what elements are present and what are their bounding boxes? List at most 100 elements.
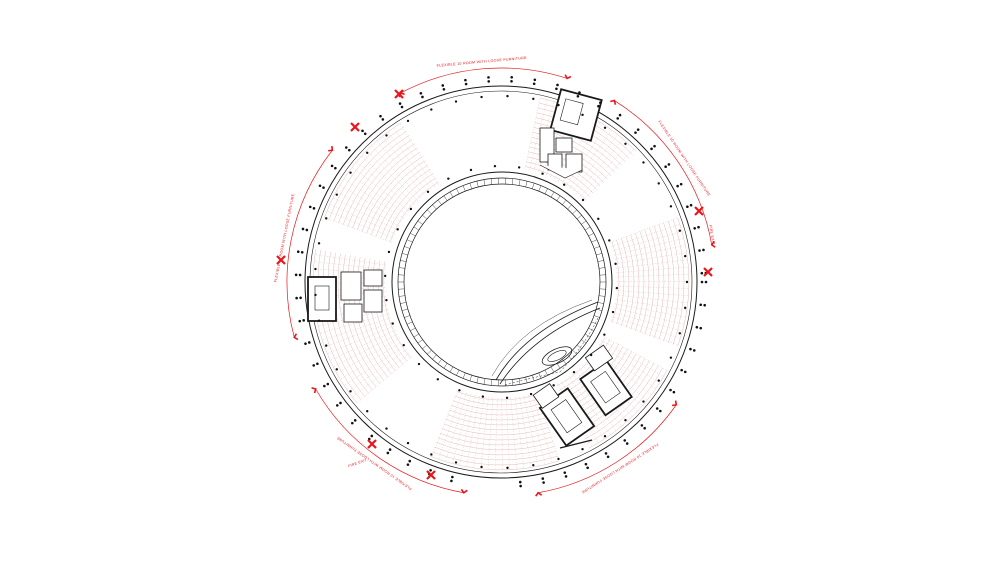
zone-row (451, 405, 543, 416)
column-dot (506, 466, 509, 470)
zone-row (558, 339, 610, 391)
column-dot (698, 249, 701, 252)
zone-column (339, 185, 402, 223)
column-dots (294, 75, 708, 488)
zone-column (329, 204, 396, 235)
ring-tick (490, 178, 492, 185)
annotation-arc (315, 388, 464, 494)
ring-tick (449, 366, 454, 373)
zone-row (616, 239, 625, 325)
column-dot (302, 319, 305, 322)
column-dot (680, 368, 683, 372)
exit-markers: FIRE EXIT FIRE EXIT (276, 89, 716, 480)
column-dot (618, 113, 622, 117)
column-dot (695, 325, 699, 329)
zone-column (523, 395, 539, 467)
zone-column (616, 266, 689, 273)
column-dot (697, 225, 700, 229)
exit-cross-icon (350, 122, 360, 132)
ring-tick (432, 204, 437, 210)
column-dot (678, 229, 681, 232)
column-dot (683, 370, 687, 374)
zone-column (615, 299, 687, 311)
ring-tick (538, 185, 542, 192)
arrowhead-stroke (564, 74, 572, 80)
column-dot (325, 217, 328, 220)
zone-column (438, 391, 463, 460)
zone-column (609, 217, 678, 243)
zone-row (625, 236, 635, 328)
zone-column (329, 330, 396, 361)
zone-column (568, 376, 611, 435)
ring-tick (443, 363, 448, 369)
zone-row (342, 254, 381, 384)
column-dot (700, 280, 704, 284)
exit-stroke (703, 267, 713, 277)
zone-row (534, 122, 619, 169)
zone-column (612, 231, 683, 251)
column-dot (529, 392, 533, 396)
exit-cross-icon (426, 470, 436, 480)
zone-row (668, 221, 680, 343)
outer-ring (304, 85, 698, 479)
arc-arrowhead-icon (671, 400, 678, 407)
zone-row (362, 258, 396, 371)
zone-annotation-label: FLEXIBLE 10 ROOM WITH LOOSE FURNITURE (580, 442, 659, 494)
ring-tick (581, 220, 587, 225)
zone-column (611, 316, 681, 339)
ring-tick (410, 232, 416, 237)
exit-stroke (350, 122, 360, 132)
column-dot (517, 166, 521, 169)
column-dot (683, 254, 687, 258)
ring-tick (400, 260, 407, 262)
column-dot (350, 421, 354, 425)
arc-arrowhead-icon (535, 491, 543, 497)
column-dot (636, 128, 640, 131)
ring-tick (594, 246, 600, 249)
column-dot (314, 267, 317, 271)
zone-row (644, 229, 655, 335)
column-dot (308, 205, 312, 209)
ring-tick (588, 232, 594, 237)
ring-tick (567, 204, 572, 210)
column-dot (451, 475, 454, 479)
column-dot (562, 183, 566, 186)
zone-column (459, 395, 476, 466)
ring-tick (427, 209, 432, 215)
arc-arrowhead-icon (610, 99, 617, 105)
ring-tick (591, 239, 598, 243)
zone-column (466, 395, 480, 467)
zone-row (439, 432, 552, 446)
ring-tick (400, 302, 407, 304)
zone-row (342, 139, 413, 225)
column-dot (557, 103, 560, 107)
column-dot (366, 410, 369, 413)
zone-annotation-label: FLEXIBLE 10 ROOM WITH LOOSE FURNITURE (657, 120, 711, 197)
column-dot (642, 161, 645, 164)
inner-ramp (491, 299, 601, 386)
column-dot (442, 87, 446, 91)
column-dot (653, 144, 656, 148)
zone-column (382, 136, 428, 193)
ring-tick (427, 349, 432, 355)
column-dot (409, 207, 413, 211)
column-dot (487, 76, 490, 79)
column-dot (589, 353, 593, 357)
ring-tick (567, 354, 572, 360)
ring-tick (406, 321, 413, 325)
column-dot (317, 242, 321, 245)
ring-tick (437, 359, 442, 365)
zone-row (312, 249, 358, 403)
zone-row (441, 428, 550, 441)
column-dot (506, 94, 509, 98)
column-dot (655, 407, 659, 410)
column-dot (642, 400, 645, 403)
column-dot (669, 388, 672, 392)
exit-cross-icon: FIRE EXIT (694, 206, 716, 245)
column-dot (603, 435, 607, 438)
arrowhead-stroke (311, 387, 317, 394)
ring-tick (518, 378, 521, 385)
column-dot (370, 434, 374, 438)
column-dot (308, 341, 311, 344)
exit-label: FIRE EXIT (348, 458, 369, 469)
